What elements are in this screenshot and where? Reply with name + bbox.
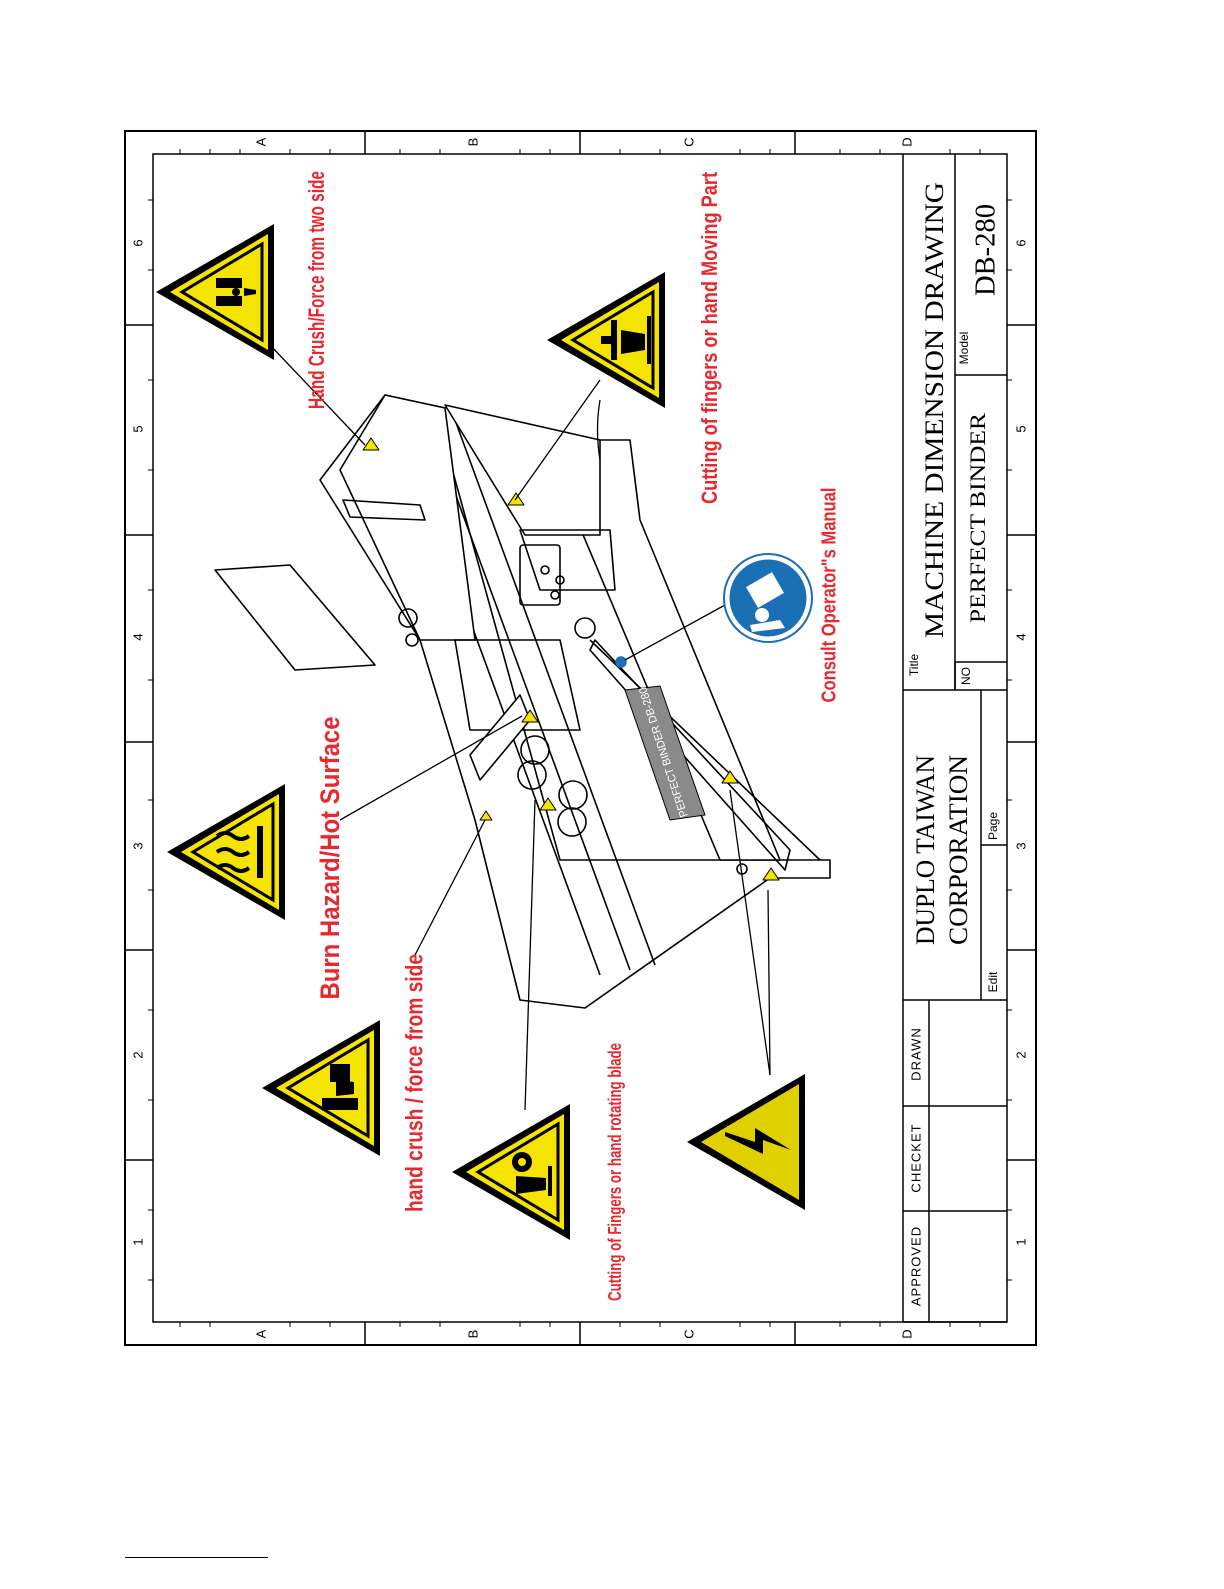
row-number-3-left: 3 [130,842,145,849]
col-letter-d-top: D [899,137,914,146]
col-letter-b-bottom: B [465,1330,480,1339]
model-label: Model [957,332,971,365]
col-letter-b-top: B [465,138,480,147]
col-letter-c-top: C [681,137,696,146]
row-number-2-right: 2 [1013,1051,1028,1058]
row-number-2-left: 2 [130,1051,145,1058]
callout-hand-crush-side: hand crush / force from side [401,954,428,1212]
row-number-4-left: 4 [130,633,145,640]
row-number-6-left: 6 [130,239,145,246]
col-letter-a-top: A [253,137,268,146]
callout-hand-crush-two-side: Hand Crush/Force from two side [304,171,329,409]
rotating-blade-warning-icon [450,1102,572,1242]
edit-label: Edit [986,971,1000,992]
title-block [902,154,1007,1323]
row-number-5-left: 5 [130,425,145,432]
row-number-4-right: 4 [1013,633,1028,640]
row-number-3-right: 3 [1013,842,1028,849]
model-value: DB-280 [970,204,1001,296]
col-letter-a-bottom: A [253,1329,268,1338]
row-number-1-left: 1 [130,1238,145,1245]
col-letter-c-bottom: C [681,1329,696,1338]
no-label: NO [959,667,973,685]
hand-crush-side-warning-icon [260,1018,382,1158]
approved-label: APPROVED [908,1226,923,1306]
leader-lines [269,344,771,1111]
drawn-label: DRAWN [908,1027,923,1081]
cutting-moving-part-warning-icon [545,270,667,410]
company-name-line2: CORPORATION [944,755,973,945]
col-letter-d-bottom: D [899,1329,914,1338]
footnote-separator [125,1557,268,1558]
row-number-1-right: 1 [1013,1238,1028,1245]
callout-cutting-rotating-blade: Cutting of Fingers or hand rotating blad… [605,1043,625,1301]
hot-surface-warning-icon [165,782,287,922]
zone-dividers [125,131,1036,1345]
hand-crush-two-side-warning-icon [154,222,276,362]
title-value: MACHINE DIMENSION DRAWING [920,182,949,638]
machine-illustration [214,394,831,1009]
title-label: Title [907,654,921,677]
no-value: PERFECT BINDER [965,413,990,623]
callout-cutting-moving-part: Cutting of fingers or hand Moving Part [697,171,722,504]
row-number-6-right: 6 [1013,239,1028,246]
electrical-hazard-warning-icon [687,1074,805,1210]
checked-label: CHECKET [908,1123,923,1192]
frame-ticks [148,149,1012,1327]
callout-consult-manual: Consult Operator"s Manual [818,488,840,703]
consult-manual-icon [723,553,813,643]
company-name-line1: DUPLO TAIWAN [911,755,940,945]
callout-burn-hazard: Burn Hazard/Hot Surface [315,717,345,1000]
page-label: Page [986,812,1000,840]
row-number-5-right: 5 [1013,425,1028,432]
